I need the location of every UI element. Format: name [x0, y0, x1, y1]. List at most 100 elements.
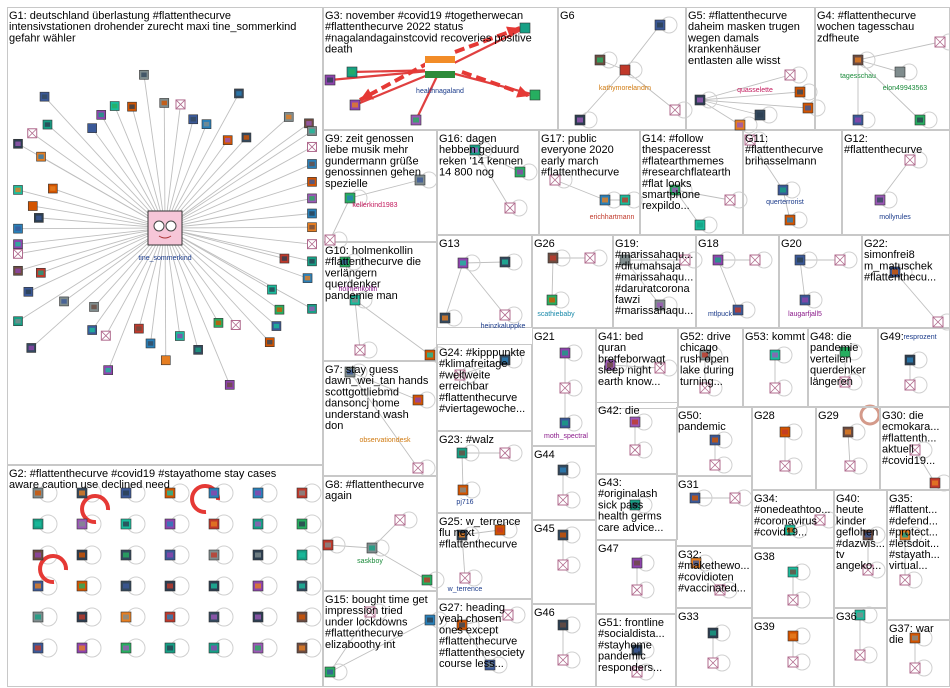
g1-user-node[interactable]	[48, 183, 58, 194]
g2-user-node[interactable]	[252, 580, 264, 592]
g8-user-node[interactable]	[421, 574, 433, 586]
user-label-kellerkind1983[interactable]: kellerkind1983	[352, 202, 397, 209]
g49-user-node[interactable]	[904, 354, 916, 366]
g2-user-node[interactable]	[76, 518, 88, 530]
g1-user-node[interactable]	[264, 337, 275, 347]
g2-user-node[interactable]	[120, 580, 132, 592]
g18-user-node[interactable]	[732, 304, 744, 316]
g1-user-node[interactable]	[222, 135, 233, 145]
g16-user-node[interactable]	[469, 144, 481, 156]
g2-user-node[interactable]	[208, 580, 220, 592]
g1-user-node[interactable]	[127, 101, 137, 112]
g7-user-node[interactable]	[344, 366, 356, 378]
g41-user-node[interactable]	[604, 359, 616, 371]
g1-user-node[interactable]	[175, 331, 185, 341]
g13-user-node[interactable]	[499, 256, 511, 268]
g35-user-node[interactable]	[899, 529, 911, 541]
g20-user-node[interactable]	[834, 254, 846, 266]
g5-user-node[interactable]	[734, 119, 746, 131]
g3-user-node[interactable]	[349, 99, 361, 111]
g39-user-node[interactable]	[787, 656, 799, 668]
g1-user-node[interactable]	[59, 296, 69, 307]
g19-user-node[interactable]	[619, 254, 631, 266]
g25-user-node[interactable]	[459, 572, 471, 584]
g1-user-node[interactable]	[139, 69, 149, 80]
g6-user-node[interactable]	[669, 104, 681, 116]
g10-user-node[interactable]	[424, 349, 436, 361]
g1-user-node[interactable]	[13, 265, 23, 276]
g4-user-node[interactable]	[852, 54, 864, 66]
g14-user-node[interactable]	[669, 184, 681, 196]
g1-user-node[interactable]	[39, 91, 50, 102]
g5-user-node[interactable]	[802, 102, 814, 114]
g2-user-node[interactable]	[208, 611, 220, 623]
g3-user-node[interactable]	[346, 66, 358, 78]
g1-user-node[interactable]	[13, 223, 23, 234]
g29-user-node[interactable]	[842, 426, 854, 438]
g8-user-node[interactable]	[322, 539, 334, 551]
g36-user-node[interactable]	[854, 609, 866, 621]
g23-user-node[interactable]	[457, 484, 469, 496]
g18-user-node[interactable]	[749, 254, 761, 266]
user-label-saskboy[interactable]: saskboy	[357, 558, 383, 565]
g1-user-node[interactable]	[13, 138, 23, 149]
g5-user-node[interactable]	[784, 69, 796, 81]
g1-user-node[interactable]	[188, 114, 199, 125]
g9-user-node[interactable]	[324, 234, 336, 246]
g26-user-node[interactable]	[547, 252, 559, 264]
g16-user-node[interactable]	[514, 166, 526, 178]
user-label-resprozent[interactable]: resprozent	[903, 334, 936, 341]
g30-user-node[interactable]	[909, 444, 921, 456]
g1-user-node[interactable]	[34, 213, 44, 223]
user-label-mtlpuck[interactable]: mtlpuck	[708, 311, 733, 318]
g2-user-node[interactable]	[208, 642, 220, 654]
g1-user-node[interactable]	[307, 222, 317, 233]
g2-user-node[interactable]	[76, 487, 88, 499]
g23-user-node[interactable]	[456, 447, 468, 459]
g1-user-node[interactable]	[13, 185, 23, 195]
g39-user-node[interactable]	[787, 630, 799, 642]
g2-user-node[interactable]	[32, 580, 44, 592]
g22-user-node[interactable]	[932, 316, 944, 328]
user-label-moth-spectral[interactable]: moth_spectral	[544, 433, 588, 440]
g1-user-node[interactable]	[42, 119, 53, 130]
g2-user-node[interactable]	[296, 549, 308, 561]
g48-user-node[interactable]	[839, 346, 851, 358]
g2-user-node[interactable]	[120, 642, 132, 654]
user-label-tagesschau[interactable]: tagesschau	[840, 73, 876, 80]
g52-user-node[interactable]	[699, 349, 711, 361]
g23-user-node[interactable]	[499, 447, 511, 459]
user-label-quasselette[interactable]: quasselette	[737, 87, 773, 94]
g1-user-node[interactable]	[103, 365, 114, 375]
g4-user-node[interactable]	[894, 66, 906, 78]
g10-user-node[interactable]	[354, 344, 366, 356]
g1-user-node[interactable]	[134, 323, 144, 334]
g45-user-node[interactable]	[557, 559, 569, 571]
g1-user-node[interactable]	[145, 338, 156, 349]
user-label-observationdesk[interactable]: observationdesk	[360, 437, 411, 444]
g2-user-node[interactable]	[164, 487, 176, 499]
g1-user-node[interactable]	[307, 126, 317, 136]
g2-user-node[interactable]	[76, 549, 88, 561]
user-label-w-terrence[interactable]: w_terrence	[447, 586, 483, 593]
g1-user-node[interactable]	[36, 267, 46, 278]
g2-user-node[interactable]	[164, 611, 176, 623]
g2-user-node[interactable]	[296, 580, 308, 592]
g17-user-node[interactable]	[549, 174, 561, 186]
g46-user-node[interactable]	[557, 619, 569, 631]
user-label-erichhartmann[interactable]: erichhartmann	[590, 214, 635, 221]
g2-user-node[interactable]	[208, 549, 220, 561]
g1-user-node[interactable]	[230, 319, 241, 330]
g47-user-node[interactable]	[631, 557, 643, 569]
g17-user-node[interactable]	[599, 194, 611, 206]
g2-user-node[interactable]	[76, 642, 88, 654]
g32-user-node[interactable]	[714, 584, 726, 596]
g7-user-node[interactable]	[412, 394, 424, 406]
g10-user-node[interactable]	[349, 294, 361, 306]
g1-user-node[interactable]	[307, 141, 317, 152]
g11-user-node[interactable]	[744, 134, 756, 146]
g38-user-node[interactable]	[787, 594, 799, 606]
g4-user-node[interactable]	[852, 114, 864, 126]
g2-user-node[interactable]	[32, 611, 44, 623]
g30-user-node[interactable]	[929, 477, 941, 489]
